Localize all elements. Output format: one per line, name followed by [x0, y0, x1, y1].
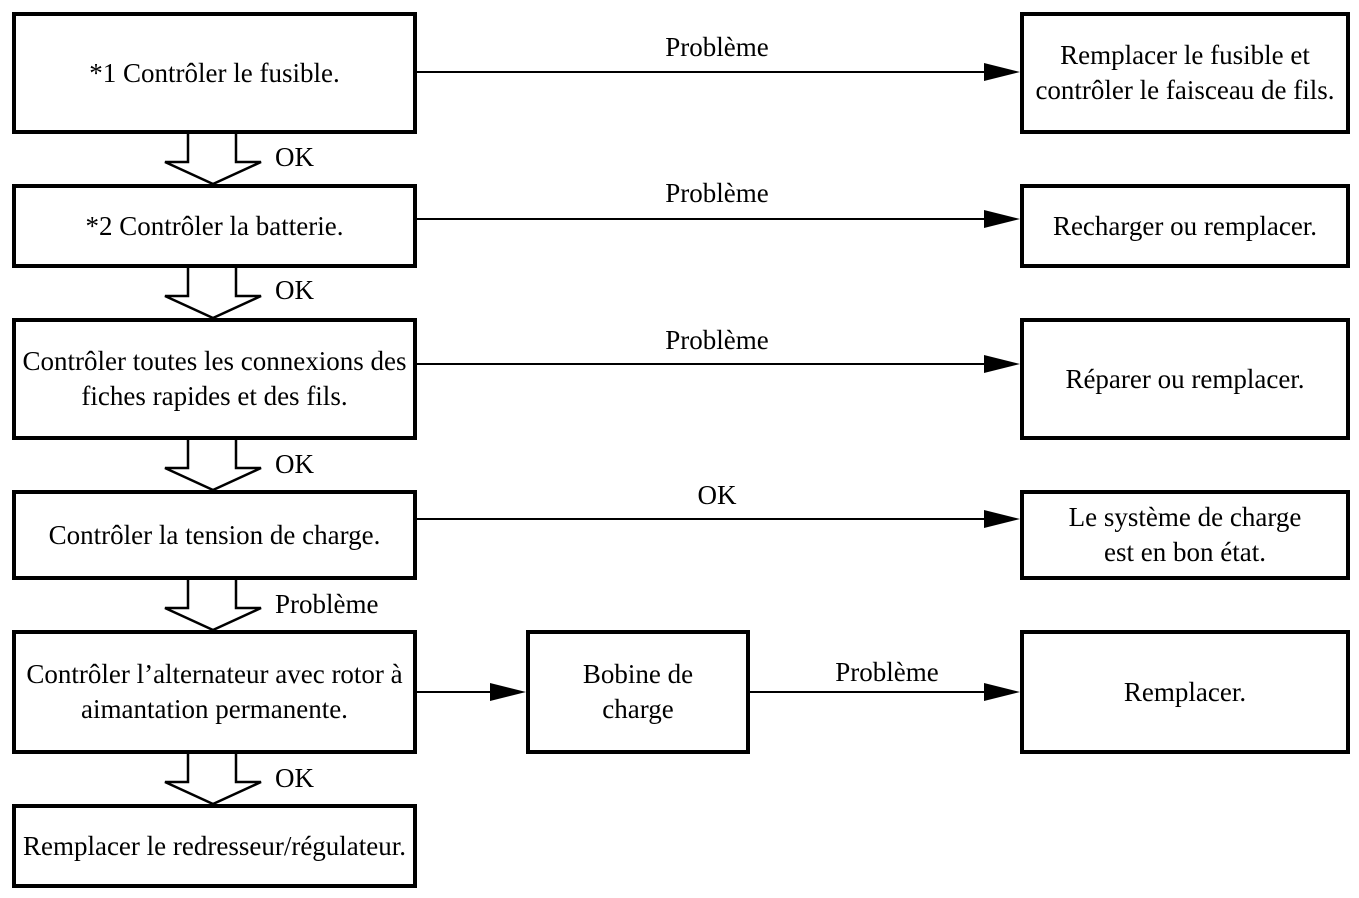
step-check-alternator: Contrôler l’alternateur avec rotor à aim… — [12, 630, 417, 754]
horizontal-arrow-4 — [417, 510, 1020, 528]
horizontal-arrow-5a — [417, 683, 526, 701]
down-arrow-3 — [164, 440, 262, 492]
result-replace: Remplacer. — [1020, 630, 1350, 754]
label-down-3: OK — [275, 449, 314, 479]
horizontal-arrow-2 — [417, 210, 1020, 228]
label-horizontal-2: Problème — [665, 178, 769, 208]
step-check-connections: Contrôler toutes les connexions des fich… — [12, 318, 417, 440]
step-replace-rectifier: Remplacer le redresseur/régulateur. — [12, 804, 417, 888]
result-replace-fuse: Remplacer le fusible et contrôler le fai… — [1020, 12, 1350, 134]
step-check-fuse: *1 Contrôler le fusible. — [12, 12, 417, 134]
label-down-1: OK — [275, 142, 314, 172]
result-system-ok: Le système de charge est en bon état. — [1020, 490, 1350, 580]
horizontal-arrow-3 — [417, 355, 1020, 373]
down-arrow-5 — [164, 754, 262, 806]
step-check-battery: *2 Contrôler la batterie. — [12, 184, 417, 268]
label-horizontal-4: OK — [697, 480, 737, 510]
label-horizontal-1: Problème — [665, 32, 769, 62]
down-arrow-2 — [164, 268, 262, 320]
label-down-2: OK — [275, 275, 314, 305]
horizontal-arrow-1 — [417, 63, 1020, 81]
label-down-4: Problème — [275, 589, 379, 619]
label-down-5: OK — [275, 763, 314, 793]
down-arrow-4 — [164, 580, 262, 632]
down-arrow-1 — [164, 134, 262, 186]
result-repair-or-replace: Réparer ou remplacer. — [1020, 318, 1350, 440]
label-horizontal-3: Problème — [665, 325, 769, 355]
step-check-charging-voltage: Contrôler la tension de charge. — [12, 490, 417, 580]
label-horizontal-5: Problème — [835, 657, 939, 687]
result-recharge-or-replace: Recharger ou remplacer. — [1020, 184, 1350, 268]
box-charging-coil: Bobine de charge — [526, 630, 750, 754]
horizontal-arrow-5b — [750, 683, 1020, 701]
